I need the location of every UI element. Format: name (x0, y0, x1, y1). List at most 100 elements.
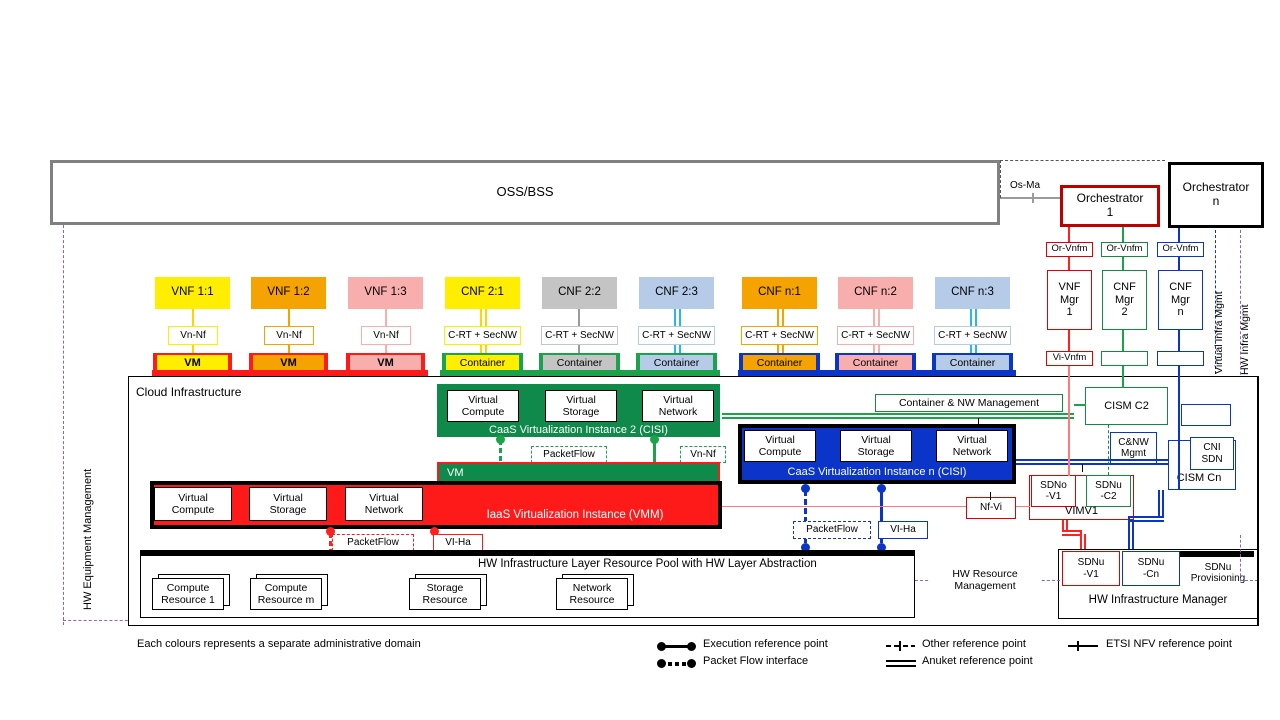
sdnu-cn-box[interactable]: SDNu -Cn (1122, 551, 1180, 586)
caasn-virtual-compute[interactable]: Virtual Compute (744, 430, 816, 462)
nf-vi-tick (990, 492, 992, 500)
container-nw-management-box[interactable]: Container & NW Management (875, 394, 1063, 412)
cnf-mgr-2-box[interactable]: CNF Mgr 2 (1102, 270, 1147, 330)
cni-sdn-box[interactable]: CNI SDN (1190, 437, 1234, 470)
vimv1-down-2 (1066, 520, 1068, 532)
compute-resource-1[interactable]: Compute Resource 1 (152, 578, 224, 610)
ref-nf-vi[interactable]: Nf-Vi (966, 497, 1016, 519)
iaas-virtual-compute[interactable]: Virtual Compute (154, 487, 232, 521)
container-n-1[interactable]: Container (743, 355, 816, 372)
caas2-domain-bar (440, 370, 720, 377)
cismcn-down-4 (1128, 520, 1164, 522)
ref-viha-caasn[interactable]: VI-Ha (878, 521, 928, 539)
orchestrator-n-box[interactable]: Orchestrator n (1168, 162, 1264, 228)
caasn-viha-line (880, 490, 883, 543)
workload-cnf-n-3[interactable]: CNF n:3 (935, 277, 1010, 309)
ref-crt-secnw-3[interactable]: C-RT + SecNW (638, 326, 715, 345)
ref-vn-nf-2[interactable]: Vn-Nf (264, 326, 314, 345)
sdnu-provisioning-box[interactable]: SDNu Provisioning (1182, 558, 1254, 588)
workload-cnf-2-1[interactable]: CNF 2:1 (445, 277, 520, 309)
sdnu-cn-l1: SDNu (1137, 557, 1165, 568)
hw-infra-mgmt-divider (1240, 230, 1241, 400)
iaas-pf-s2 (329, 541, 332, 546)
ref-vnnf-caas2[interactable]: Vn-Nf (680, 446, 726, 463)
caas2-virtual-network[interactable]: Virtual Network (642, 390, 714, 422)
workload-vnf-1-3[interactable]: VNF 1:3 (348, 277, 423, 309)
container-n-3[interactable]: Container (936, 355, 1009, 372)
compute-resource-m-l2: Resource m (257, 594, 315, 606)
ref-packetflow-caasn[interactable]: PacketFlow (793, 521, 871, 539)
container-2-2[interactable]: Container (543, 355, 616, 372)
iaas-vs-l1: Virtual (273, 491, 303, 504)
network-resource[interactable]: Network Resource (556, 578, 628, 610)
caas2-pf-seg2 (499, 448, 502, 453)
caas2-virtual-storage[interactable]: Virtual Storage (545, 390, 617, 422)
ref-or-vnfm-n[interactable]: Or-Vnfm (1157, 242, 1204, 257)
sdno-v1-box[interactable]: SDNo -V1 (1031, 475, 1076, 507)
container-nw-mgmt-anuket-line-1 (722, 413, 1074, 415)
ref-vi-vnfm[interactable]: Vi-Vnfm (1046, 351, 1093, 366)
ref-or-vnfm-2[interactable]: Or-Vnfm (1101, 242, 1148, 257)
ref-crt-secnw-n3[interactable]: C-RT + SecNW (934, 326, 1011, 345)
virtual-infra-mgmt-divider (1215, 230, 1216, 500)
ref-vi-vnfm-n[interactable] (1157, 351, 1204, 366)
sdnu-v1-box[interactable]: SDNu -V1 (1062, 551, 1120, 586)
ref-packetflow-caas2[interactable]: PacketFlow (531, 446, 607, 463)
container-2-1[interactable]: Container (446, 355, 519, 372)
cnf-mgr-n-box[interactable]: CNF Mgr n (1158, 270, 1203, 330)
ref-viha-iaas[interactable]: VI-Ha (433, 534, 483, 551)
caasn-virtual-storage[interactable]: Virtual Storage (840, 430, 912, 462)
ref-vn-nf-3[interactable]: Vn-Nf (361, 326, 411, 345)
cism-cn-ref-box[interactable] (1181, 404, 1231, 426)
vimv1-down-4 (1062, 534, 1082, 536)
storage-resource-l1: Storage (426, 581, 464, 594)
workload-cnf-n-2[interactable]: CNF n:2 (838, 277, 913, 309)
admin-domain-note: Each colours represents a separate admin… (137, 638, 421, 650)
ref-crt-secnw-2[interactable]: C-RT + SecNW (541, 326, 618, 345)
vnfmgr-to-vimv1-line (1068, 366, 1070, 476)
network-resource-l2: Resource (569, 594, 615, 606)
oss-bss-label: OSS/BSS (496, 184, 554, 200)
container-n-2[interactable]: Container (839, 355, 912, 372)
iaas-vc-l2: Compute (171, 504, 215, 516)
cni-sdn-l1: CNI (1203, 442, 1221, 453)
ref-packetflow-iaas[interactable]: PacketFlow (332, 534, 414, 551)
caasn-pf-s1 (804, 490, 807, 496)
iaas-virtual-network[interactable]: Virtual Network (345, 487, 423, 521)
oss-bss-box[interactable]: OSS/BSS (50, 160, 1000, 225)
workload-vnf-1-2[interactable]: VNF 1:2 (251, 277, 326, 309)
compute-resource-1-l2: Resource 1 (161, 594, 215, 606)
cnf-mgr-n-l2: Mgr (1171, 293, 1190, 306)
ref-crt-secnw-n2[interactable]: C-RT + SecNW (837, 326, 914, 345)
caasn-virtual-network[interactable]: Virtual Network (936, 430, 1008, 462)
ref-or-vnfm-1[interactable]: Or-Vnfm (1046, 242, 1093, 257)
caas2-vs-l2: Storage (562, 406, 600, 418)
caas2-virtual-compute[interactable]: Virtual Compute (447, 390, 519, 422)
compute-resource-m[interactable]: Compute Resource m (250, 578, 322, 610)
caas2-vs-l1: Virtual (566, 393, 596, 406)
ref-vi-vnfm-2[interactable] (1101, 351, 1148, 366)
container-2-3[interactable]: Container (640, 355, 713, 372)
orchestrator-1-box[interactable]: Orchestrator 1 (1060, 185, 1160, 227)
ref-crt-secnw-1[interactable]: C-RT + SecNW (444, 326, 521, 345)
cnf-mgr-2-l3: 2 (1121, 306, 1128, 319)
os-ma-label: Os-Ma (1004, 178, 1046, 193)
vm-1-2[interactable]: VM (253, 355, 324, 372)
caas2-pf-seg1 (499, 440, 502, 445)
workload-vnf-1-1[interactable]: VNF 1:1 (155, 277, 230, 309)
vnf-mgr-1-box[interactable]: VNF Mgr 1 (1047, 270, 1092, 330)
sdnu-c2-l2: -C2 (1100, 491, 1117, 502)
ref-crt-secnw-n1[interactable]: C-RT + SecNW (741, 326, 818, 345)
ref-vn-nf-1[interactable]: Vn-Nf (168, 326, 218, 345)
workload-cnf-2-2[interactable]: CNF 2:2 (542, 277, 617, 309)
workload-cnf-2-3[interactable]: CNF 2:3 (639, 277, 714, 309)
vm-1-3[interactable]: VM (350, 355, 421, 372)
vm-1-1[interactable]: VM (157, 355, 228, 372)
workload-cnf-n-1[interactable]: CNF n:1 (742, 277, 817, 309)
vm-under-caas2[interactable]: VM (437, 462, 720, 483)
cism-c2-box[interactable]: CISM C2 (1085, 387, 1168, 425)
storage-resource[interactable]: Storage Resource (409, 578, 481, 610)
sdnu-c2-box[interactable]: SDNu -C2 (1086, 475, 1131, 507)
legend-other-reference-point: Other reference point (922, 638, 1026, 650)
iaas-virtual-storage[interactable]: Virtual Storage (249, 487, 327, 521)
